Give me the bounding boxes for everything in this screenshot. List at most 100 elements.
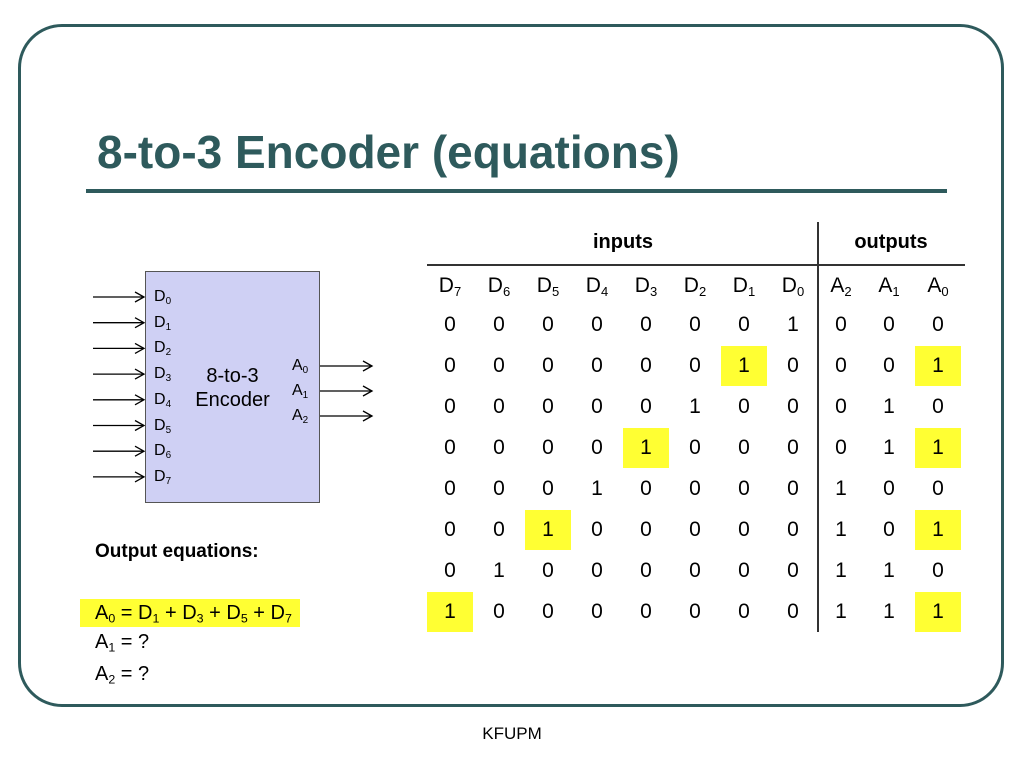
table-cell: 0: [640, 313, 652, 336]
table-header-d0-sub: 0: [796, 283, 805, 299]
encoder-label-line2: Encoder: [195, 389, 270, 411]
table-cell: 0: [932, 559, 944, 582]
output-arrow-a0: [320, 360, 374, 372]
table-cell: 0: [883, 518, 895, 541]
table-cell: 1: [835, 559, 847, 582]
input-pin-label-d4-sub: 4: [165, 398, 172, 410]
input-pin-label-d1: D1: [154, 314, 171, 332]
output-pin-label-a0-letter: A: [292, 357, 303, 374]
table-cell: 0: [883, 477, 895, 500]
table-cell: 1: [623, 428, 669, 468]
table-header-d1: D1: [733, 274, 755, 298]
input-arrow-d0: [93, 291, 146, 303]
table-header-d3-sub: 3: [649, 283, 658, 299]
table-cell: 0: [738, 518, 750, 541]
table-cell: 0: [542, 313, 554, 336]
output-pin-label-a0-sub: 0: [302, 364, 309, 376]
table-header-d2: D2: [683, 274, 706, 298]
slide-title: 8-to-3 Encoder (equations): [97, 126, 680, 178]
table-cell: 0: [787, 559, 799, 582]
table-cell: 1: [835, 518, 847, 541]
input-pin-label-d3-letter: D: [154, 365, 166, 383]
output-pin-label-a1: A1: [292, 382, 308, 400]
table-header-a1-letter: A: [878, 274, 893, 297]
equation-a2-lhs: A: [95, 663, 109, 685]
table-cell: 0: [932, 477, 944, 500]
equation-a0-term-d7-letter: D: [270, 602, 285, 624]
input-pin-label-d7-letter: D: [154, 467, 166, 485]
table-cell: 0: [835, 354, 847, 377]
table-header-d2-letter: D: [683, 274, 699, 297]
table-header-d3-letter: D: [634, 274, 650, 297]
output-arrow-a1: [320, 385, 374, 397]
table-cell: 0: [640, 477, 652, 500]
table-cell: 0: [787, 518, 799, 541]
input-pin-label-d5-sub: 5: [165, 424, 172, 436]
table-cell: 0: [640, 518, 652, 541]
table-header-a0-letter: A: [927, 274, 942, 297]
table-cell: 0: [640, 395, 652, 418]
table-header-d6: D6: [488, 274, 510, 298]
table-cell: 1: [525, 510, 571, 550]
table-cell: 0: [542, 559, 554, 582]
output-pin-label-a0: A0: [292, 357, 309, 376]
input-pin-label-d6-sub: 6: [165, 450, 172, 462]
table-cell: 1: [493, 559, 505, 582]
table-cell: 0: [591, 518, 603, 541]
input-arrow-d6: [93, 445, 146, 457]
table-cell: 0: [591, 313, 603, 336]
equation-a1-lhs-sub: 1: [108, 640, 116, 655]
table-cell: 0: [883, 354, 895, 377]
table-cell: 0: [493, 477, 505, 500]
table-header-d0-letter: D: [781, 274, 797, 297]
input-pin-label-d0: D0: [154, 288, 172, 307]
table-cell: 0: [689, 436, 701, 459]
table-cell: 0: [689, 518, 701, 541]
table-cell: 0: [591, 436, 603, 459]
table-cell: 0: [689, 313, 701, 336]
table-cell: 0: [591, 395, 603, 418]
equation-a0-term-d1-letter: D: [138, 602, 153, 624]
table-cell: 0: [932, 313, 944, 336]
input-arrow-d3: [93, 368, 146, 380]
table-header-a0: A0: [927, 274, 948, 298]
table-cell: 0: [444, 395, 456, 418]
table-io-divider: [817, 222, 819, 632]
table-header-a2-letter: A: [830, 274, 845, 297]
table-cell: 1: [835, 477, 847, 500]
encoder-block-label: 8-to-3 Encoder: [185, 364, 280, 412]
equations-heading: Output equations:: [95, 541, 259, 562]
equation-operator: =: [115, 602, 139, 624]
table-cell: 0: [591, 354, 603, 377]
input-pin-label-d2-sub: 2: [165, 347, 172, 359]
equation-a0-term-d5: D5: [226, 602, 247, 625]
table-cell: 0: [444, 354, 456, 377]
table-cell: 0: [738, 395, 750, 418]
table-cell: 0: [835, 313, 847, 336]
table-cell: 0: [444, 313, 456, 336]
table-cell: 0: [787, 354, 799, 377]
table-cell: 0: [542, 600, 554, 623]
input-pin-label-d4-letter: D: [154, 390, 166, 408]
table-cell: 0: [738, 477, 750, 500]
input-pin-label-d0-sub: 0: [165, 295, 172, 307]
table-header-d0: D0: [781, 274, 805, 299]
equation-a0-term-d1: D1: [138, 602, 159, 625]
output-pin-label-a2-sub: 2: [302, 414, 309, 426]
table-cell: 1: [915, 428, 961, 468]
table-cell: 1: [915, 510, 961, 550]
table-header-a2-sub: 2: [844, 283, 852, 299]
input-pin-label-d5-letter: D: [154, 416, 166, 434]
equation-a0-lhs: A: [95, 602, 109, 624]
equation-a0-term-d7-sub: 7: [284, 611, 292, 626]
output-pin-label-a2: A2: [292, 407, 309, 426]
equation-a2: A2 = ?: [95, 660, 149, 688]
table-cell: 0: [689, 600, 701, 623]
table-header-d4-letter: D: [585, 274, 601, 297]
input-arrow-d1: [93, 317, 146, 329]
input-pin-label-d6: D6: [154, 442, 172, 462]
table-cell: 0: [787, 600, 799, 623]
table-cell: 0: [932, 395, 944, 418]
table-cell: 0: [591, 600, 603, 623]
